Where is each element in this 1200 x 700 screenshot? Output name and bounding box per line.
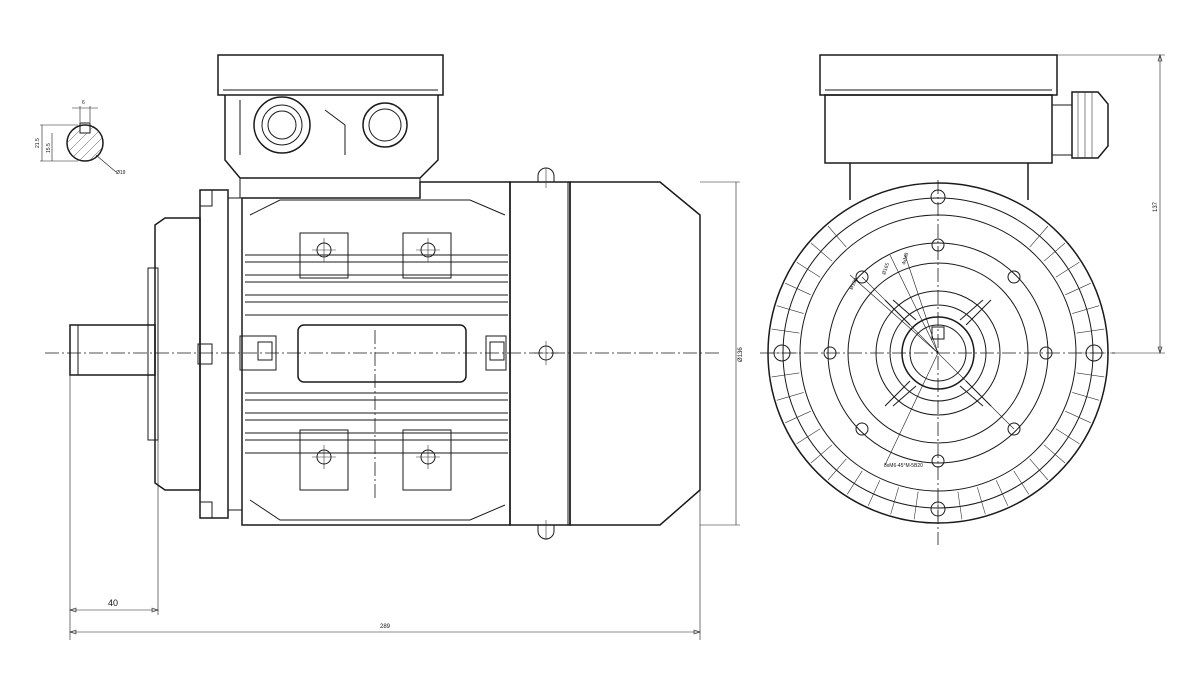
cooling-fin: [1065, 282, 1091, 296]
cooling-fin: [785, 410, 811, 424]
cooling-fin: [1076, 372, 1105, 378]
cooling-fin: [957, 491, 963, 520]
cooling-fin: [785, 282, 811, 296]
cooling-fin: [827, 458, 847, 481]
shaft-extension-label: 40: [108, 598, 118, 608]
motor-side-view: Ø136 40 289: [45, 54, 744, 640]
cooling-fin: [1029, 458, 1049, 481]
motor-end-view: Ø130 Ø165 4xM8 8xM6-45°M-5B20 137: [760, 54, 1165, 545]
cooling-fin: [995, 480, 1009, 506]
cooling-fin: [1013, 470, 1030, 495]
key-width-label: 6: [82, 100, 85, 106]
pcd-large-label: Ø165: [881, 262, 891, 276]
holes-label: 4xM8: [901, 252, 910, 266]
cooling-fin: [1043, 444, 1066, 464]
cooling-fin: [771, 328, 800, 334]
cooling-fin: [1072, 392, 1100, 401]
body-diameter-label: Ø136: [738, 347, 744, 362]
shaft-height-label: 137: [1153, 201, 1159, 212]
cooling-fin: [796, 261, 821, 278]
cooling-fin: [1029, 225, 1049, 248]
cooling-fin: [796, 428, 821, 445]
key-height-label: 21.5: [35, 138, 41, 148]
thread-note-label: 8xM6-45°M-5B20: [884, 463, 923, 469]
cooling-fin: [1055, 428, 1080, 445]
key-depth-label: 15.5: [46, 143, 52, 153]
overall-length-label: 289: [380, 624, 391, 630]
cooling-fin: [771, 372, 800, 378]
cooling-fin: [1065, 410, 1091, 424]
cooling-fin: [1043, 242, 1066, 262]
shaft-diameter-label: Ø19: [116, 170, 126, 176]
cooling-fin: [867, 480, 881, 506]
cooling-fin: [1055, 261, 1080, 278]
cooling-fin: [810, 242, 833, 262]
cooling-fin: [846, 470, 863, 495]
keyway-section-detail: 6 21.5 15.5 Ø19: [35, 100, 126, 176]
cooling-fin: [776, 305, 804, 314]
cooling-fin: [977, 487, 986, 515]
cooling-fin: [913, 491, 919, 520]
cooling-fin: [827, 225, 847, 248]
pcd-small-label: Ø130: [848, 277, 859, 291]
cooling-fin: [1076, 328, 1105, 334]
cooling-fin: [776, 392, 804, 401]
cooling-fin: [810, 444, 833, 464]
cooling-fin: [890, 487, 899, 515]
cooling-fin: [1072, 305, 1100, 314]
